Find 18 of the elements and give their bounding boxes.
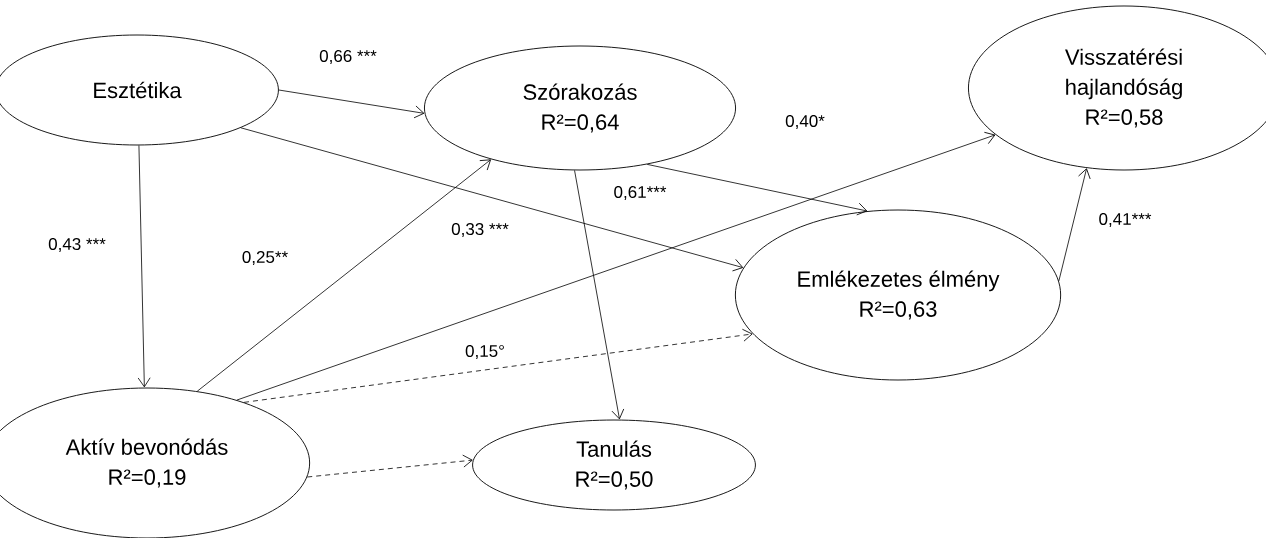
coefficient-label: 0,40* [784, 114, 826, 130]
coefficient-label: 0,33 *** [450, 222, 510, 239]
path-arrow [1058, 168, 1091, 282]
path-arrow [646, 163, 868, 216]
path-arrow [137, 145, 151, 388]
path-arrow [574, 170, 625, 420]
path-arrow [196, 159, 491, 392]
coefficient-label: 0,25** [240, 250, 290, 267]
path-arrow [243, 328, 753, 403]
path-arrow [236, 131, 996, 401]
path-arrow [306, 454, 473, 478]
coefficient-label: 0,66 *** [318, 49, 378, 65]
coefficient-label: 0,41*** [1097, 212, 1153, 228]
coefficient-label: 0,61*** [612, 185, 668, 201]
coefficient-label: 0,15° [464, 344, 506, 361]
coefficient-label: 0,43 *** [47, 237, 107, 254]
path-arrow [240, 127, 744, 272]
path-arrow [278, 89, 425, 119]
